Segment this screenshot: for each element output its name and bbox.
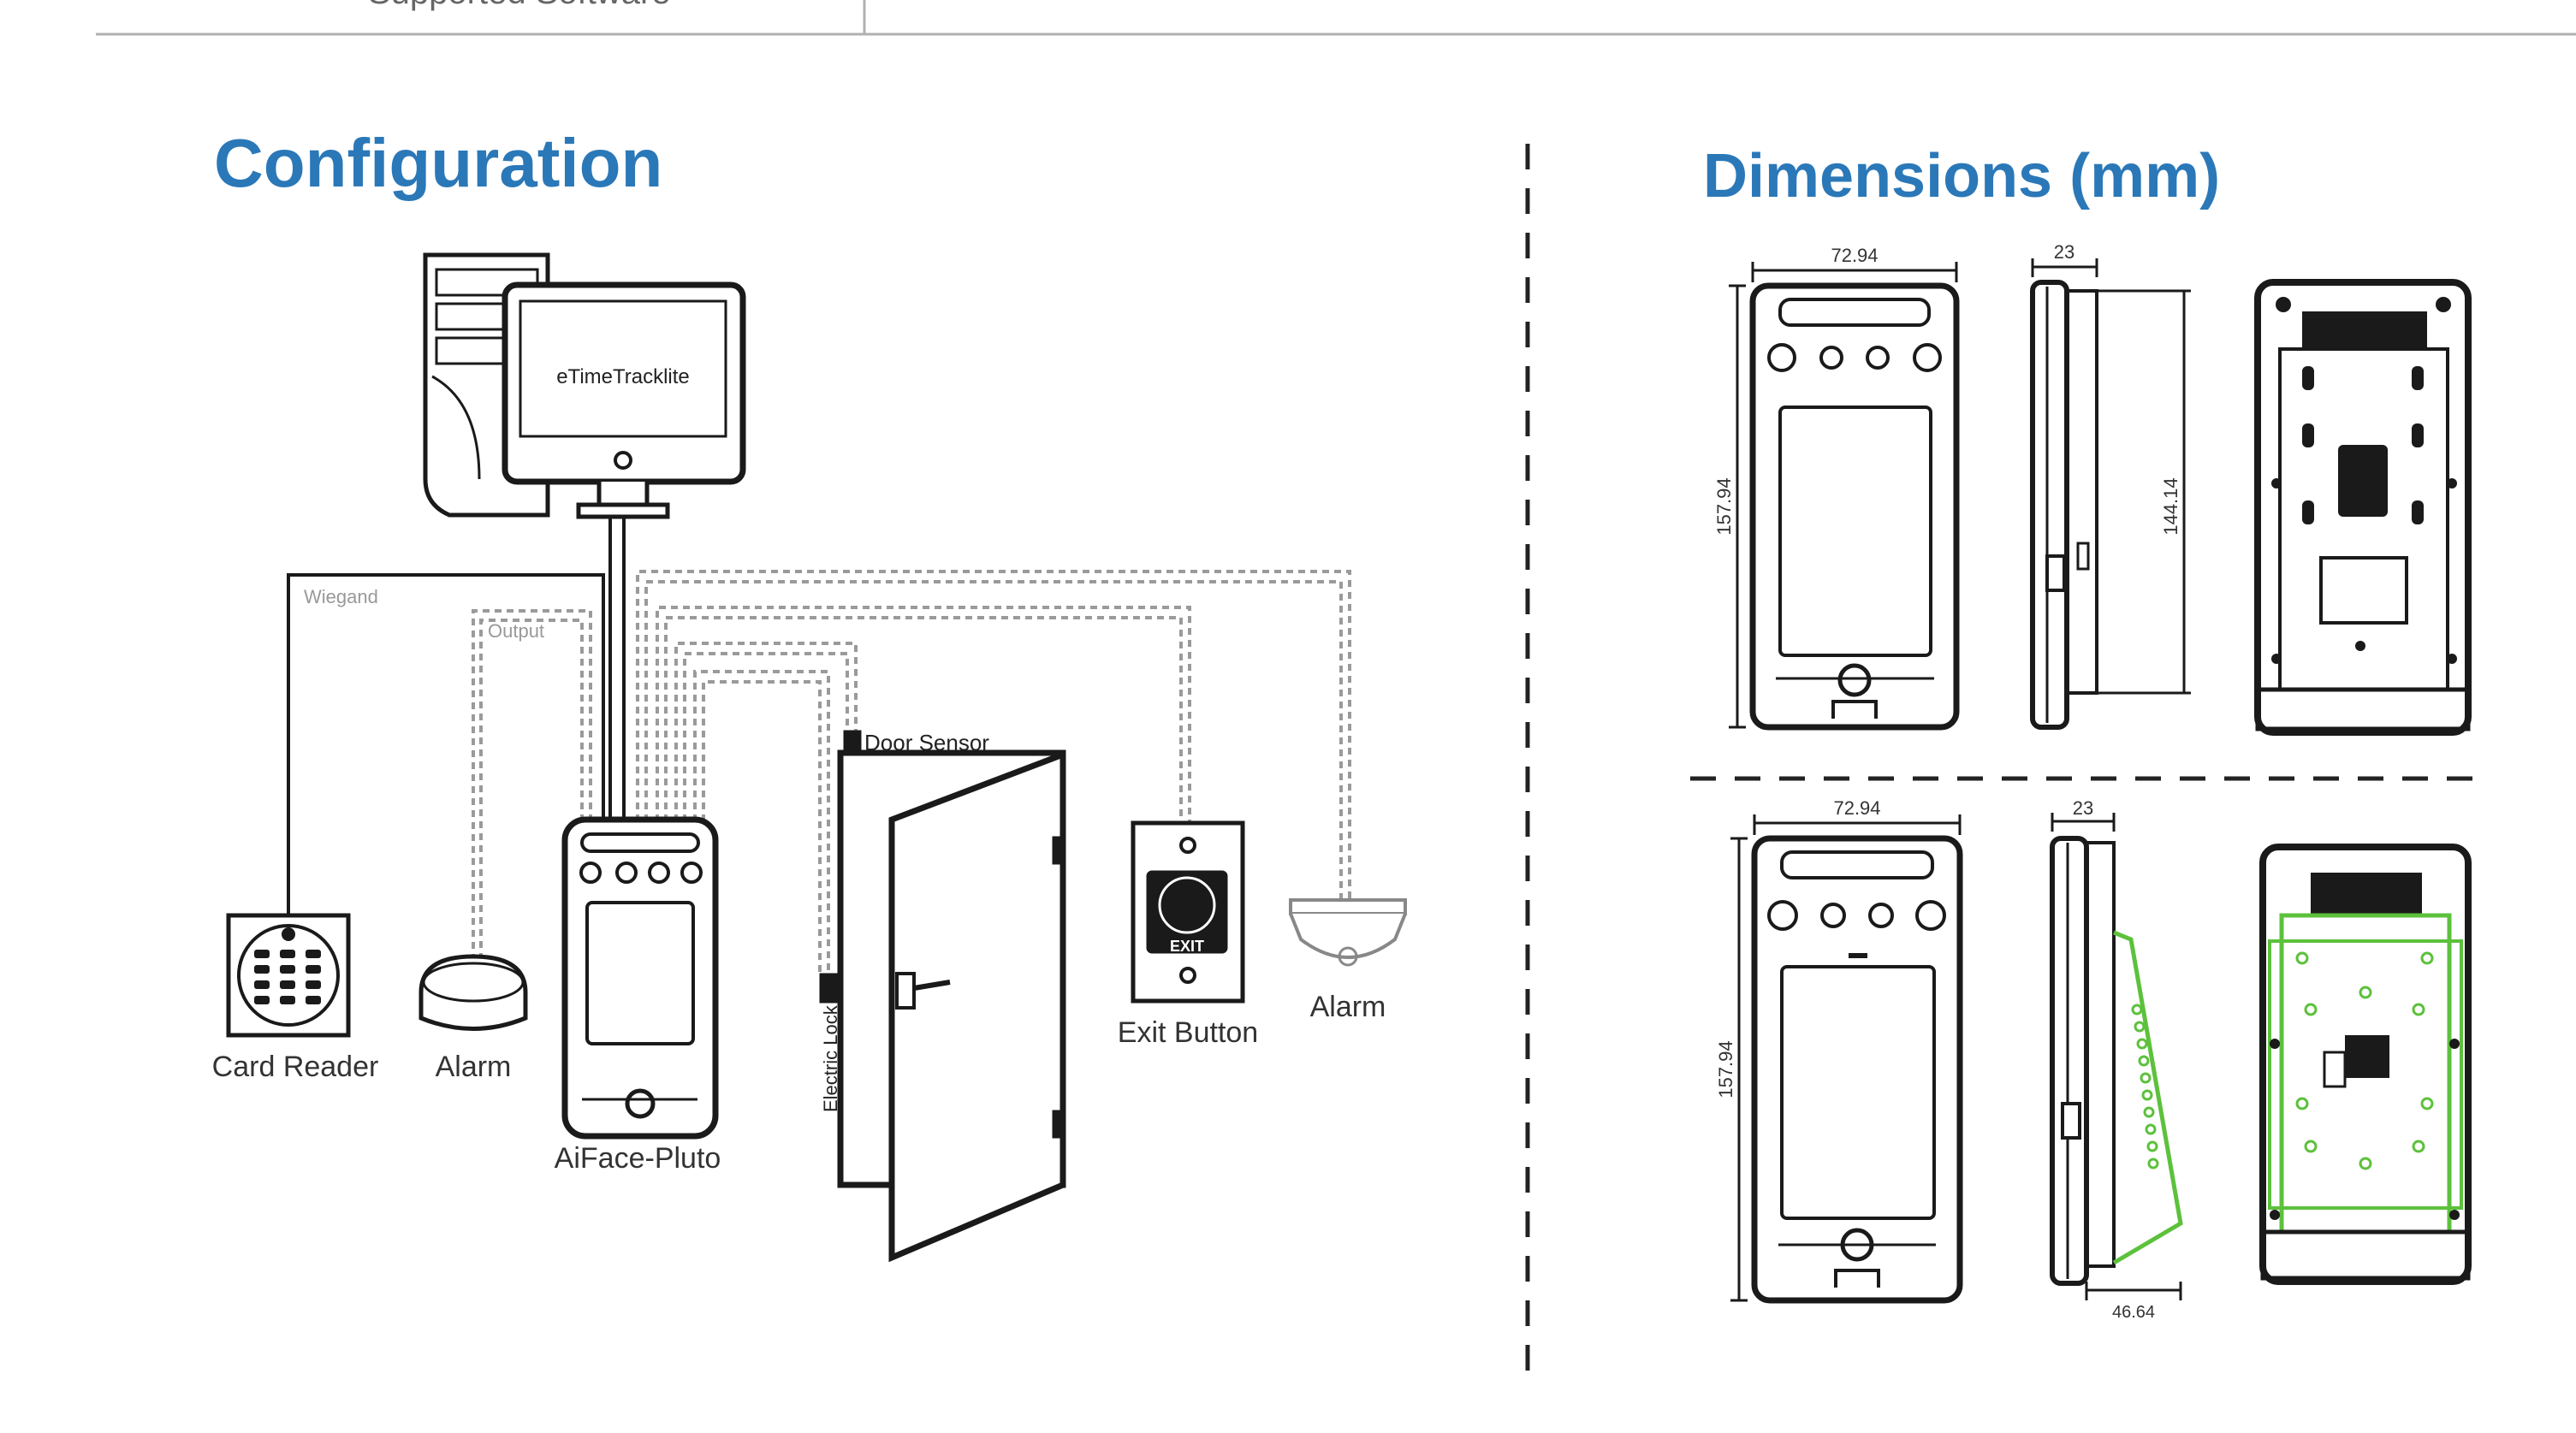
aiface-device-icon (561, 816, 719, 1140)
card-reader-label: Card Reader (212, 1051, 379, 1083)
exit-button-icon (1131, 820, 1245, 1004)
dimension-width-bottom: 72.94 (1833, 797, 1880, 819)
dimensions-title: Dimensions (mm) (1703, 142, 2220, 210)
spec-row-label: Supported Software (368, 0, 671, 11)
wiegand-label: Wiegand (304, 586, 378, 607)
dimension-height-bottom: 157.94 (1715, 1040, 1736, 1098)
alarm-right-label: Alarm (1310, 991, 1386, 1023)
alarm-right-icon (1289, 898, 1407, 967)
front-view-top (1729, 262, 1960, 731)
exit-button-label: Exit Button (1118, 1016, 1258, 1049)
side-view-bottom (2050, 813, 2183, 1300)
configuration-diagram: eTimeTracklite Wiega (212, 252, 1407, 1263)
dimension-width-top: 72.94 (1831, 245, 1878, 266)
door-icon (819, 730, 1066, 1263)
dimension-depth-bottom: 23 (2073, 797, 2093, 819)
card-reader-icon (226, 913, 351, 1038)
configuration-title: Configuration (214, 125, 662, 201)
back-view-bottom (2259, 844, 2472, 1285)
dimension-bracket-depth: 46.64 (2112, 1303, 2155, 1322)
alarm-left-icon (418, 954, 528, 1031)
electric-lock-label: Electric Lock (820, 1004, 841, 1112)
output-label: Output (488, 620, 544, 642)
monitor-software-label: eTimeTracklite (556, 365, 690, 388)
front-view-bottom (1730, 814, 1963, 1304)
side-view-top (2030, 258, 2191, 730)
dimension-height-top: 157.94 (1713, 477, 1735, 535)
dimension-inner-height-top: 144.14 (2160, 477, 2181, 535)
spec-table-fragment: Supported Software (96, 0, 2576, 36)
back-view-top (2254, 279, 2472, 736)
alarm-left-label: Alarm (436, 1051, 512, 1083)
aiface-label: AiFace-Pluto (555, 1142, 721, 1175)
dimensions-drawings: 72.94 157.94 23 144.14 (1690, 241, 2473, 1322)
door-sensor-label: Door Sensor (864, 730, 989, 755)
dimension-depth-top: 23 (2054, 241, 2074, 263)
exit-button-text: EXIT (1170, 938, 1204, 955)
monitor-icon: eTimeTracklite (502, 281, 746, 519)
